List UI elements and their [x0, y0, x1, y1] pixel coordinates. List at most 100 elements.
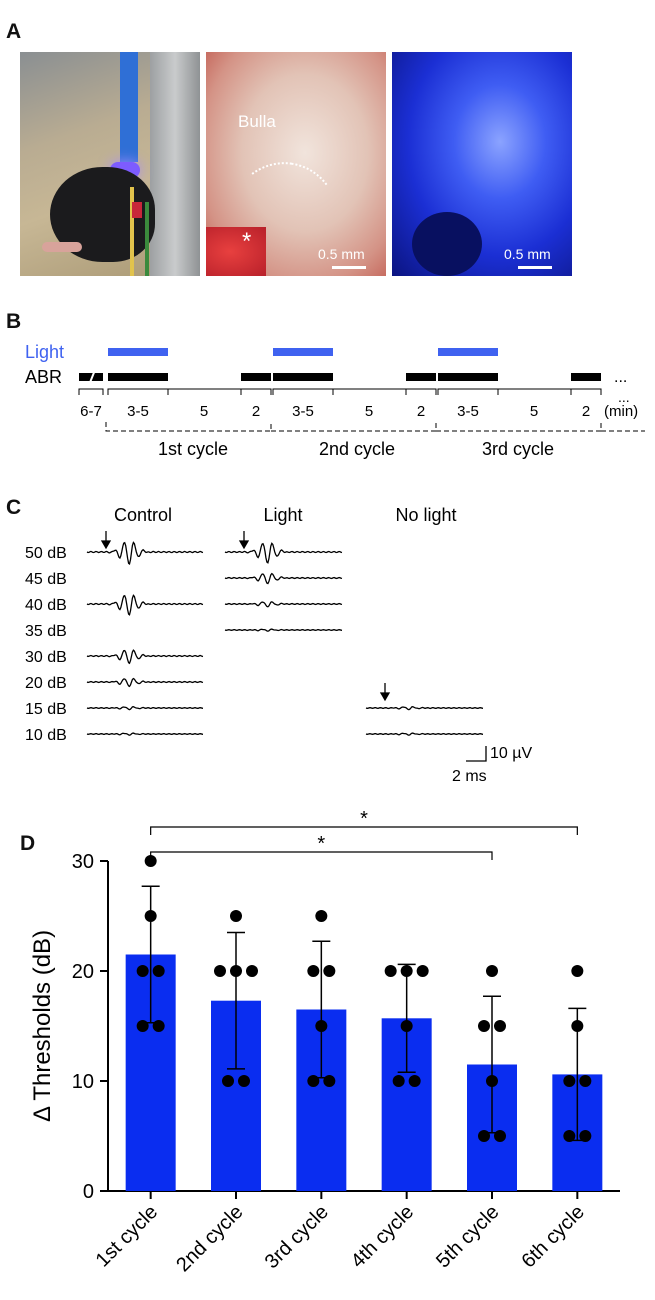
- data-point: [408, 1075, 421, 1087]
- level-45: 45 dB: [25, 571, 67, 588]
- data-point: [563, 1075, 576, 1087]
- abr-bar-1b: [241, 373, 271, 381]
- trace-control-30: [86, 649, 204, 665]
- trace-control-10: [86, 732, 204, 736]
- trace-light-35: [224, 628, 343, 632]
- light-row-label: Light: [25, 342, 64, 362]
- trace-control-50: [86, 541, 204, 565]
- data-point: [384, 965, 397, 977]
- data-point: [152, 1020, 165, 1032]
- scale-label-fluorescence: 0.5 mm: [504, 246, 551, 262]
- trace-nolight-15: [365, 706, 484, 711]
- level-15: 15 dB: [25, 701, 67, 718]
- abr-bar-baseline: [79, 373, 103, 381]
- trace-light-40: [224, 601, 343, 608]
- scale-bar-bulla: [332, 266, 366, 269]
- abr-traces: Control Light No light 50 dB 45 dB 40 dB…: [25, 505, 532, 785]
- cycle-label-2: 2nd cycle: [319, 439, 395, 459]
- y-tick-label: 10: [72, 1071, 94, 1093]
- trace-control-20: [86, 677, 204, 688]
- data-point: [136, 1020, 149, 1032]
- scale-label-bulla: 0.5 mm: [318, 246, 365, 262]
- x-tick-label: 4th cycle: [347, 1201, 418, 1272]
- ellipsis-2: ...: [618, 389, 630, 405]
- scale-bar-ms-uv: [466, 746, 487, 762]
- duration-6: 2: [417, 403, 425, 420]
- abr-bar-3a: [438, 373, 498, 381]
- y-tick-label: 0: [83, 1181, 94, 1203]
- photo-mouse-setup: [20, 52, 200, 276]
- duration-1: 3-5: [127, 403, 149, 420]
- abr-bar-1a: [108, 373, 168, 381]
- level-20: 20 dB: [25, 675, 67, 692]
- data-point: [323, 965, 336, 977]
- light-bar-3: [438, 348, 498, 356]
- trace-control-40: [86, 594, 204, 616]
- trace-light-45: [224, 572, 343, 585]
- data-point: [230, 910, 242, 922]
- header-no-light: No light: [395, 505, 456, 525]
- data-point: [136, 965, 149, 977]
- y-tick-label: 20: [72, 961, 94, 983]
- protocol-timeline: Light ABR ... 6-7 3-5 5 2 3-5 5 2 3-5 5 …: [25, 342, 645, 459]
- data-point: [392, 1075, 405, 1087]
- abr-row-label: ABR: [25, 367, 62, 387]
- trace-control-15: [86, 706, 204, 711]
- duration-0: 6-7: [80, 403, 102, 420]
- trace-light-50: [224, 542, 343, 564]
- abr-ellipsis: ...: [614, 369, 627, 386]
- data-point: [486, 1075, 498, 1087]
- significance-bracket: [150, 826, 578, 835]
- data-point: [315, 1020, 328, 1032]
- x-tick-label: 2nd cycle: [172, 1201, 247, 1275]
- data-point: [416, 965, 429, 977]
- duration-unit: (min): [604, 403, 638, 420]
- level-40: 40 dB: [25, 597, 67, 614]
- abr-bar-2a: [273, 373, 333, 381]
- data-point: [230, 965, 242, 977]
- data-point: [571, 1020, 584, 1032]
- data-point: [494, 1130, 506, 1142]
- bulla-label: Bulla: [238, 112, 276, 131]
- x-tick-label: 6th cycle: [517, 1201, 588, 1272]
- duration-9: 2: [582, 403, 590, 420]
- asterisk-marker: *: [242, 228, 252, 255]
- cycle-label-1: 1st cycle: [158, 439, 228, 459]
- data-point: [323, 1075, 336, 1087]
- light-bar-2: [273, 348, 333, 356]
- data-point: [246, 965, 258, 977]
- x-tick-label: 5th cycle: [432, 1201, 503, 1272]
- data-point: [307, 965, 320, 977]
- significance-label: *: [360, 808, 368, 830]
- photo-bulla: Bulla * 0.5 mm: [206, 52, 386, 276]
- data-point: [222, 1075, 234, 1087]
- panel-label-a: A: [6, 20, 22, 43]
- data-point: [400, 965, 413, 977]
- abr-break-mark: [88, 369, 96, 386]
- data-point: [486, 965, 498, 977]
- panel-label-c: C: [6, 496, 22, 519]
- significance-bracket: [150, 851, 493, 860]
- scale-label-ms: 2 ms: [452, 768, 487, 785]
- data-point: [307, 1075, 320, 1087]
- data-point: [152, 965, 165, 977]
- level-50: 50 dB: [25, 545, 67, 562]
- light-bar-1: [108, 348, 168, 356]
- data-point: [563, 1130, 576, 1142]
- significance-label: *: [317, 833, 325, 855]
- header-light: Light: [263, 505, 302, 525]
- duration-7: 3-5: [457, 403, 479, 420]
- data-point: [579, 1075, 592, 1087]
- data-point: [579, 1130, 592, 1142]
- data-point: [400, 1020, 413, 1032]
- abr-bar-3b: [571, 373, 601, 381]
- data-point: [315, 910, 328, 922]
- data-point: [238, 1075, 250, 1087]
- scale-label-uv: 10 µV: [490, 745, 532, 762]
- abr-bar-2b: [406, 373, 436, 381]
- data-point: [144, 855, 157, 867]
- level-30: 30 dB: [25, 649, 67, 666]
- duration-4: 3-5: [292, 403, 314, 420]
- duration-5: 5: [365, 403, 373, 420]
